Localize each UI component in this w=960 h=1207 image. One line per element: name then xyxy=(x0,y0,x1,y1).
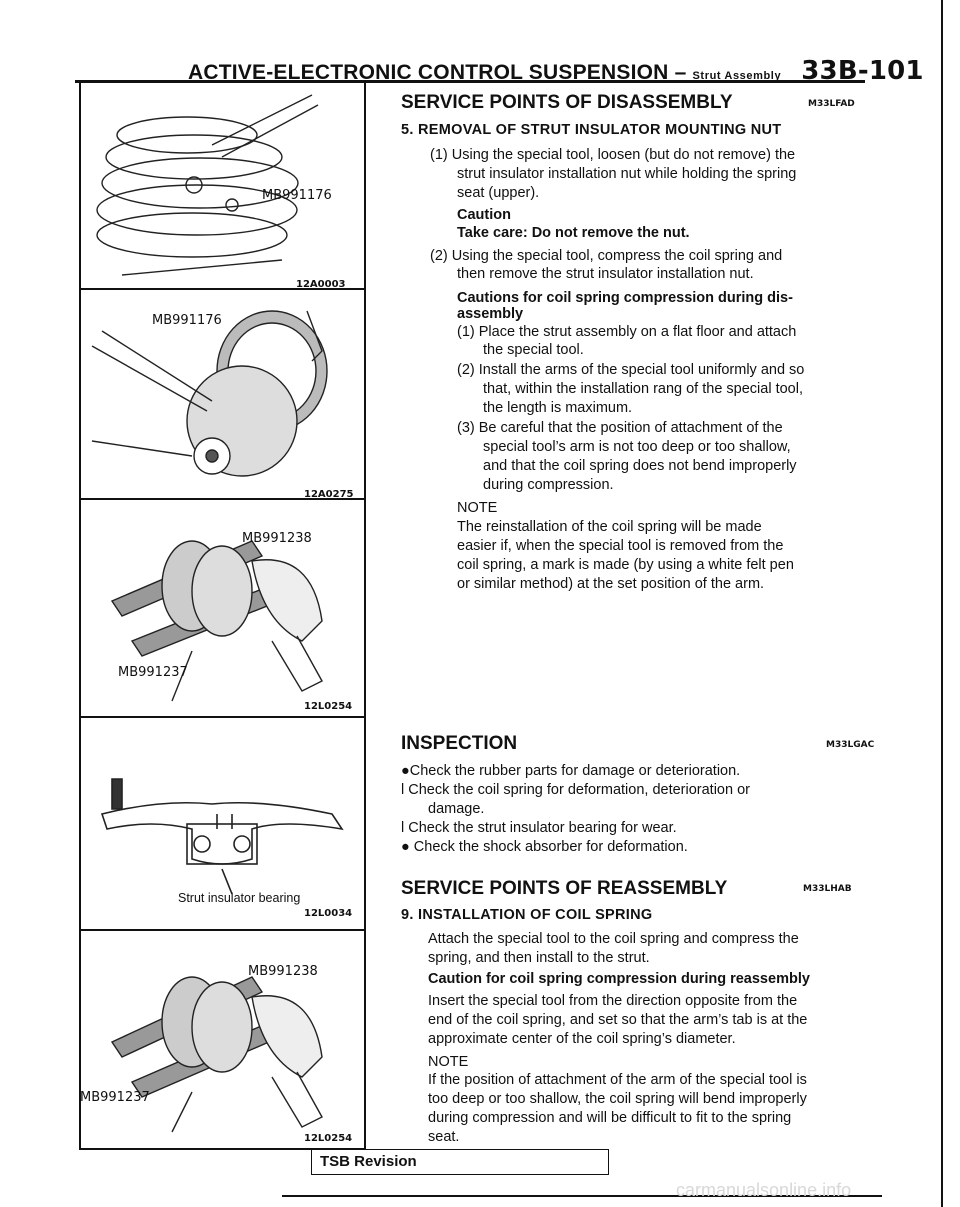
inspection-item: l Check the coil spring for deformation,… xyxy=(401,782,750,798)
header-subtitle: Strut Assembly xyxy=(692,70,782,82)
header-dash: – xyxy=(674,61,687,84)
caution-item-3: (3) Be careful that the position of atta… xyxy=(457,420,783,436)
tool-label-bottom: MB991237 xyxy=(118,665,188,680)
caution-title: Caution xyxy=(457,207,511,223)
inspection-item: ●Check the rubber parts for damage or de… xyxy=(401,763,741,779)
note-line: or similar method) at the set position o… xyxy=(457,576,765,592)
spring-compressor-illustration xyxy=(110,976,323,1133)
step-1-line: seat (upper). xyxy=(457,185,540,201)
reassembly-note-line: If the position of attachment of the arm… xyxy=(428,1072,807,1088)
figure-column-right-border xyxy=(364,83,366,1150)
reassembly-item-title: 9. INSTALLATION OF COIL SPRING xyxy=(401,907,653,923)
caution-item-1: (1) Place the strut assembly on a flat f… xyxy=(457,324,797,340)
figure-divider xyxy=(79,288,366,290)
page-edge-line xyxy=(941,0,943,1207)
caution-item-2: that, within the installation rang of th… xyxy=(483,381,803,397)
cautions-title: assembly xyxy=(457,306,524,322)
figure-code: 12L0034 xyxy=(304,908,353,919)
inspection-code: M33LGAC xyxy=(826,740,875,750)
disassembly-heading: SERVICE POINTS OF DISASSEMBLY xyxy=(401,92,733,113)
tool-label-top: MB991238 xyxy=(242,531,312,546)
footer-rule xyxy=(282,1195,882,1197)
reassembly-note-line: during compression and will be difficult… xyxy=(428,1110,792,1126)
reassembly-note-line: seat. xyxy=(428,1129,460,1145)
figure-divider xyxy=(79,929,366,931)
note-line: coil spring, a mark is made (by using a … xyxy=(457,557,794,573)
figure-divider xyxy=(79,1148,366,1150)
spring-wrench-illustration xyxy=(96,94,319,276)
reassembly-caution-line: Insert the special tool from the directi… xyxy=(428,993,798,1009)
figure-code: 12A0003 xyxy=(296,279,346,290)
caution-item-2: (2) Install the arms of the special tool… xyxy=(457,362,805,378)
tool-label-top: MB991238 xyxy=(248,964,318,979)
inspection-heading: INSPECTION xyxy=(401,733,518,754)
watermark: carmanualsonline.info xyxy=(676,1180,852,1200)
caution-item-3: special tool’s arm is not too deep or to… xyxy=(483,439,791,455)
insulator-nut-illustration xyxy=(91,310,328,477)
reassembly-caution-line: end of the coil spring, and set so that … xyxy=(428,1012,808,1028)
note-title: NOTE xyxy=(457,500,498,516)
tool-label: MB991176 xyxy=(262,188,332,203)
disassembly-code: M33LFAD xyxy=(808,99,855,109)
figure-1-spring-wrench: MB991176 12A0003 xyxy=(82,85,362,290)
reassembly-line: spring, and then install to the strut. xyxy=(428,950,650,966)
disassembly-item-title: 5. REMOVAL OF STRUT INSULATOR MOUNTING N… xyxy=(401,122,782,138)
caution-item-2: the length is maximum. xyxy=(483,400,633,416)
note-line: easier if, when the special tool is remo… xyxy=(457,538,784,554)
figure-caption: Strut insulator bearing xyxy=(178,891,301,905)
cautions-title: Cautions for coil spring compression dur… xyxy=(457,290,793,306)
caution-item-3: and that the coil spring does not bend i… xyxy=(483,458,797,474)
header-title: ACTIVE-ELECTRONIC CONTROL SUSPENSION xyxy=(188,61,669,84)
figure-code: 12L0254 xyxy=(304,701,353,712)
figure-divider xyxy=(79,498,366,500)
inspection-item: ● Check the shock absorber for deformati… xyxy=(401,839,688,855)
note-line: The reinstallation of the coil spring wi… xyxy=(457,519,762,535)
tsb-revision-label: TSB Revision xyxy=(320,1153,417,1170)
reassembly-line: Attach the special tool to the coil spri… xyxy=(428,931,799,947)
reassembly-caution-line: approximate center of the coil spring’s … xyxy=(428,1031,736,1047)
figure-2-insulator-nut: MB991176 12A0275 xyxy=(82,291,362,500)
step-2-line: then remove the strut insulator installa… xyxy=(457,266,754,282)
step-1-line: (1) Using the special tool, loosen (but … xyxy=(430,147,796,163)
reassembly-note-title: NOTE xyxy=(428,1054,469,1070)
tool-label: MB991176 xyxy=(152,313,222,328)
reassembly-note-line: too deep or too shallow, the coil spring… xyxy=(428,1091,807,1107)
figure-divider xyxy=(79,716,366,718)
inspection-item: l Check the strut insulator bearing for … xyxy=(401,820,677,836)
step-1-line: strut insulator installation nut while h… xyxy=(457,166,797,182)
figure-code: 12A0275 xyxy=(304,489,354,500)
tool-label-bottom: MB991237 xyxy=(80,1090,150,1105)
inspection-item: damage. xyxy=(428,801,485,817)
caution-item-1: the special tool. xyxy=(483,342,584,358)
figure-5-spring-compressor: MB991238 MB991237 12L0254 xyxy=(80,932,362,1146)
tsb-revision-box: TSB Revision xyxy=(311,1149,609,1175)
reassembly-code: M33LHAB xyxy=(803,884,852,894)
figure-4-insulator-bearing: Strut insulator bearing 12L0034 xyxy=(82,719,362,927)
caution-item-3: during compression. xyxy=(483,477,614,493)
figure-column-left-border xyxy=(79,83,81,1150)
figure-3-spring-compressor: MB991238 MB991237 12L0254 xyxy=(82,501,362,713)
reassembly-caution-title: Caution for coil spring compression duri… xyxy=(428,971,810,987)
step-2-line: (2) Using the special tool, compress the… xyxy=(430,248,783,264)
spring-compressor-illustration xyxy=(110,540,323,702)
header-rule xyxy=(75,80,865,83)
caution-text: Take care: Do not remove the nut. xyxy=(457,225,690,241)
figure-code: 12L0254 xyxy=(304,1133,353,1144)
insulator-bearing-illustration xyxy=(100,778,344,895)
reassembly-heading: SERVICE POINTS OF REASSEMBLY xyxy=(401,878,728,899)
